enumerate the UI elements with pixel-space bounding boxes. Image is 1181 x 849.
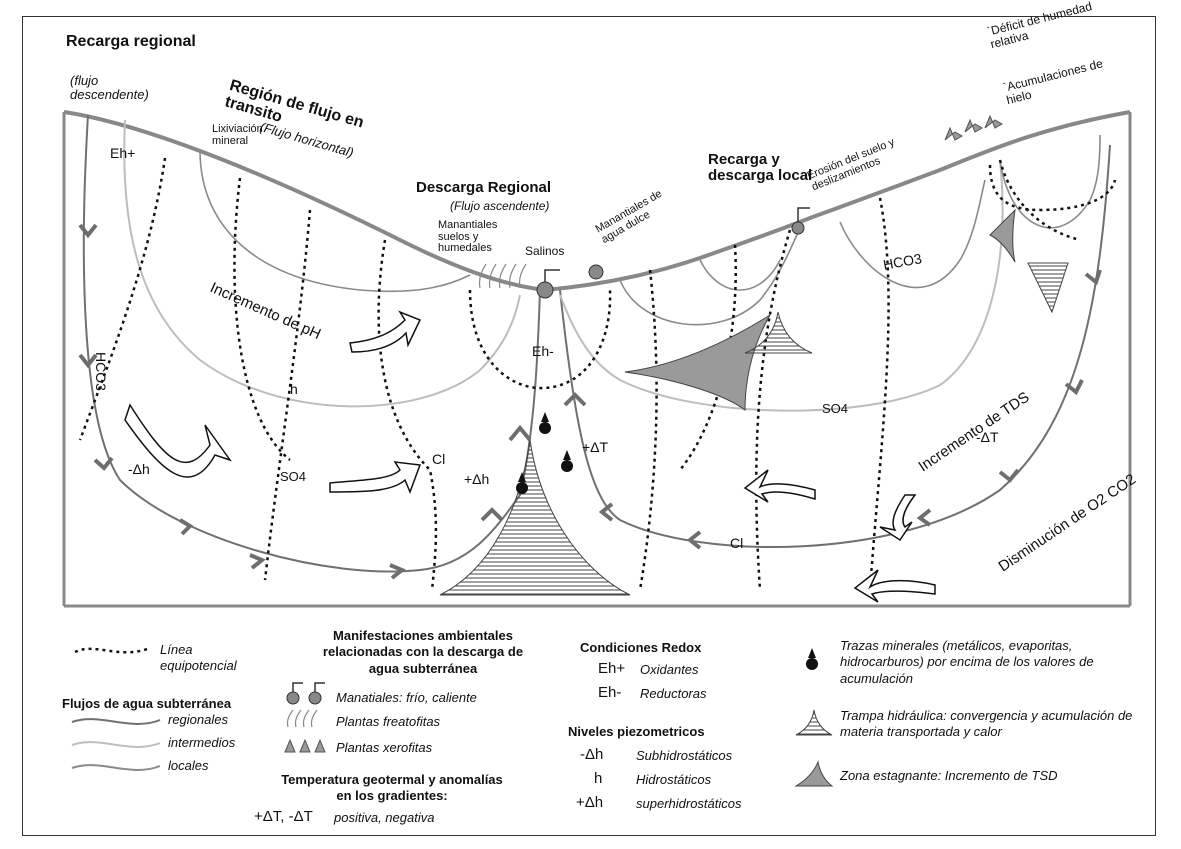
legend-manantiales: Manatiales: frío, caliente <box>336 690 477 705</box>
hydraulic-trap-main <box>439 439 631 596</box>
legend-trazas: Trazas minerales (metálicos, evaporitas,… <box>840 638 1094 686</box>
legend-linea: Línea equipotencial <box>160 642 237 674</box>
legend-subhidro: Subhidrostáticos <box>636 748 733 763</box>
erosion-spring-icon <box>791 207 810 235</box>
legend-intermediate-flow <box>71 741 161 748</box>
legend-xerofitas: Plantas xerofitas <box>336 740 433 755</box>
legend-sym-sub: -Δh <box>580 746 604 763</box>
salt-spring-icon <box>536 269 560 299</box>
legend-hydraulic-trap-icon <box>795 709 833 736</box>
legend-freatofitas: Plantas freatofitas <box>336 714 441 729</box>
legend-phreatophyte-icon <box>286 709 318 728</box>
label-descarga-regional: Descarga Regional <box>416 179 552 196</box>
freshwater-spring-icon <box>588 264 604 280</box>
label-flujo-ascendente: (Flujo ascendente) <box>450 199 550 213</box>
legend-oxidantes: Oxidantes <box>640 662 699 677</box>
legend-reductoras: Reductoras <box>640 686 707 701</box>
label-minus-dh: -Δh <box>128 461 150 477</box>
label-eh-plus: Eh+ <box>110 145 136 161</box>
label-flujo-descendente: (flujo descendente) <box>70 73 149 102</box>
phreatophyte-plants-icon <box>478 263 527 289</box>
label-recarga-descarga-local: Recarga y descarga local <box>708 151 813 184</box>
local-flow-1 <box>199 149 471 293</box>
stagnant-zone-1 <box>624 314 771 411</box>
label-plus-dh: +Δh <box>464 471 490 487</box>
intermediate-flow-right <box>559 159 1004 412</box>
local-flow-4 <box>999 134 1101 229</box>
legend-manifestaciones-title: Manifestaciones ambientales relacionadas… <box>322 628 524 676</box>
legend-eh-minus: Eh- <box>598 684 622 701</box>
legend-hidro: Hidrostáticos <box>636 772 712 787</box>
label-manantiales-suelos: Manantiales suelos y humedales <box>438 219 498 255</box>
regional-flow-right <box>559 144 1111 549</box>
legend-regionales: regionales <box>168 712 228 727</box>
trend-arrows <box>124 310 936 603</box>
legend-mineral-trace-icon <box>806 648 818 670</box>
legend-stagnant-zone-icon <box>794 760 834 787</box>
equipotential-lines <box>78 157 1117 591</box>
legend-temp-symbols: +ΔT, -ΔT <box>254 808 313 825</box>
label-cl-left: Cl <box>432 451 446 467</box>
stagnant-zone-2 <box>989 208 1016 263</box>
label-so4-right: SO4 <box>822 401 849 416</box>
label-plus-dt: +ΔT <box>582 439 609 455</box>
label-eh-minus: Eh- <box>532 343 554 359</box>
xerophyte-plants-icon <box>944 114 1004 141</box>
legend-equipotential-line <box>74 646 151 654</box>
legend-superhidro: superhidrostáticos <box>636 796 742 811</box>
local-flow-3 <box>839 179 986 289</box>
legend-locales: locales <box>168 758 209 773</box>
mineral-traces-icon <box>516 412 573 494</box>
legend-xerophyte-icon <box>284 738 326 753</box>
legend-local-flow <box>71 764 161 771</box>
label-salinos: Salinos <box>525 244 565 258</box>
topography-line <box>63 110 1131 293</box>
label-recarga-regional: Recarga regional <box>66 33 196 50</box>
label-minus-dt: -ΔT <box>976 429 999 445</box>
label-h: h <box>290 381 298 397</box>
legend-temp-desc: positiva, negativa <box>334 810 435 825</box>
legend-spring-icon <box>286 682 325 705</box>
legend-regional-flow <box>71 718 161 725</box>
legend-eh-plus: Eh+ <box>598 660 626 677</box>
label-cl-bottom: Cl <box>730 535 744 551</box>
hydraulic-trap-small <box>744 311 813 354</box>
legend-redox-title: Condiciones Redox <box>580 640 702 655</box>
local-flow-5 <box>699 259 781 291</box>
legend-flujos-title: Flujos de agua subterránea <box>62 696 232 711</box>
diagram-frame <box>22 16 1156 836</box>
label-lixiviacion: Lixiviación mineral <box>212 123 263 147</box>
legend-temp-title: Temperatura geotermal y anomalías en los… <box>281 772 503 804</box>
label-so4-left: SO4 <box>280 469 307 484</box>
intermediate-flow-left <box>123 119 521 408</box>
hydraulic-trap-right <box>1027 262 1069 314</box>
legend-sym-h: h <box>594 770 603 787</box>
label-hco3-left: HCO3 <box>93 352 109 391</box>
flow-chevrons <box>78 223 1102 580</box>
legend-trampa: Trampa hidráulica: convergencia y acumul… <box>840 708 1133 740</box>
legend-sym-super: +Δh <box>576 794 604 811</box>
legend-zona: Zona estagnante: Incremento de TSD <box>840 768 1058 783</box>
legend-intermedios: intermedios <box>168 735 236 750</box>
legend-niveles-title: Niveles piezometricos <box>568 724 705 739</box>
local-flow-2 <box>619 227 801 326</box>
